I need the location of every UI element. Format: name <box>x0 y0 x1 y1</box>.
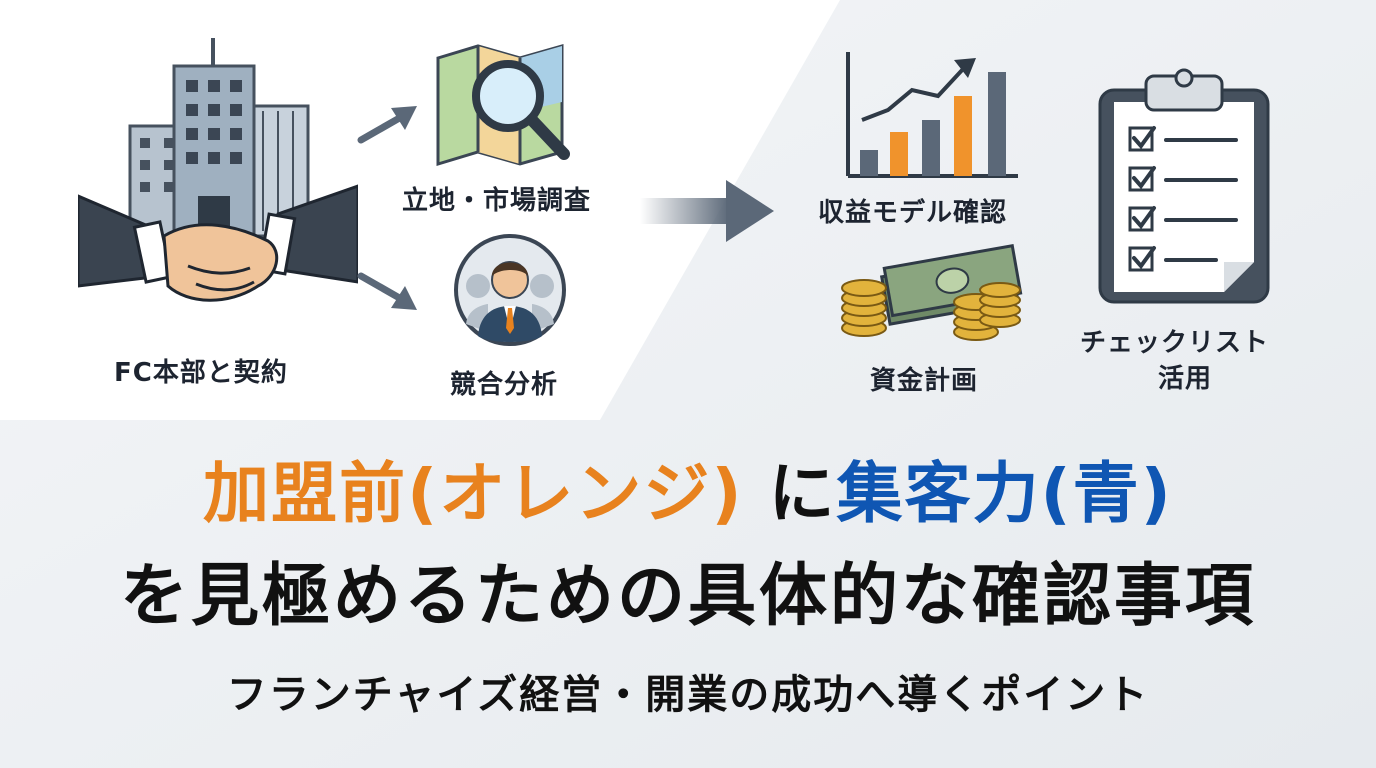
label-checklist-line2: 活用 <box>1158 364 1213 394</box>
arrow-icon <box>357 106 417 144</box>
businessman-icon <box>454 234 566 346</box>
money-icon <box>841 243 1023 341</box>
headline-line2: を見極めるための具体的な確認事項 <box>119 557 1256 636</box>
arrow-icon <box>357 272 417 310</box>
chart-icon <box>846 52 1018 178</box>
building-handshake-icon <box>78 38 358 302</box>
label-checklist-line1: チェックリスト <box>1080 328 1270 358</box>
map-magnifier-icon <box>436 44 570 167</box>
arrow-icon <box>640 180 774 242</box>
label-location-research: 立地・市場調査 <box>402 186 592 216</box>
label-competitor-analysis: 競合分析 <box>450 370 559 400</box>
headline-dark-text: に <box>743 455 837 532</box>
headline-blue-text: 集客力(青) <box>836 455 1173 532</box>
headline-orange-text: 加盟前(オレンジ) <box>203 455 744 532</box>
subtitle: フランチャイズ経営・開業の成功へ導くポイント <box>226 672 1150 718</box>
label-fc-contract: FC本部と契約 <box>114 358 288 388</box>
clipboard-checklist-icon <box>1098 68 1270 304</box>
label-revenue-model: 収益モデル確認 <box>818 198 1008 228</box>
headline-line1: 加盟前(オレンジ) に集客力(青) <box>0 440 1376 536</box>
label-funding-plan: 資金計画 <box>870 366 979 396</box>
